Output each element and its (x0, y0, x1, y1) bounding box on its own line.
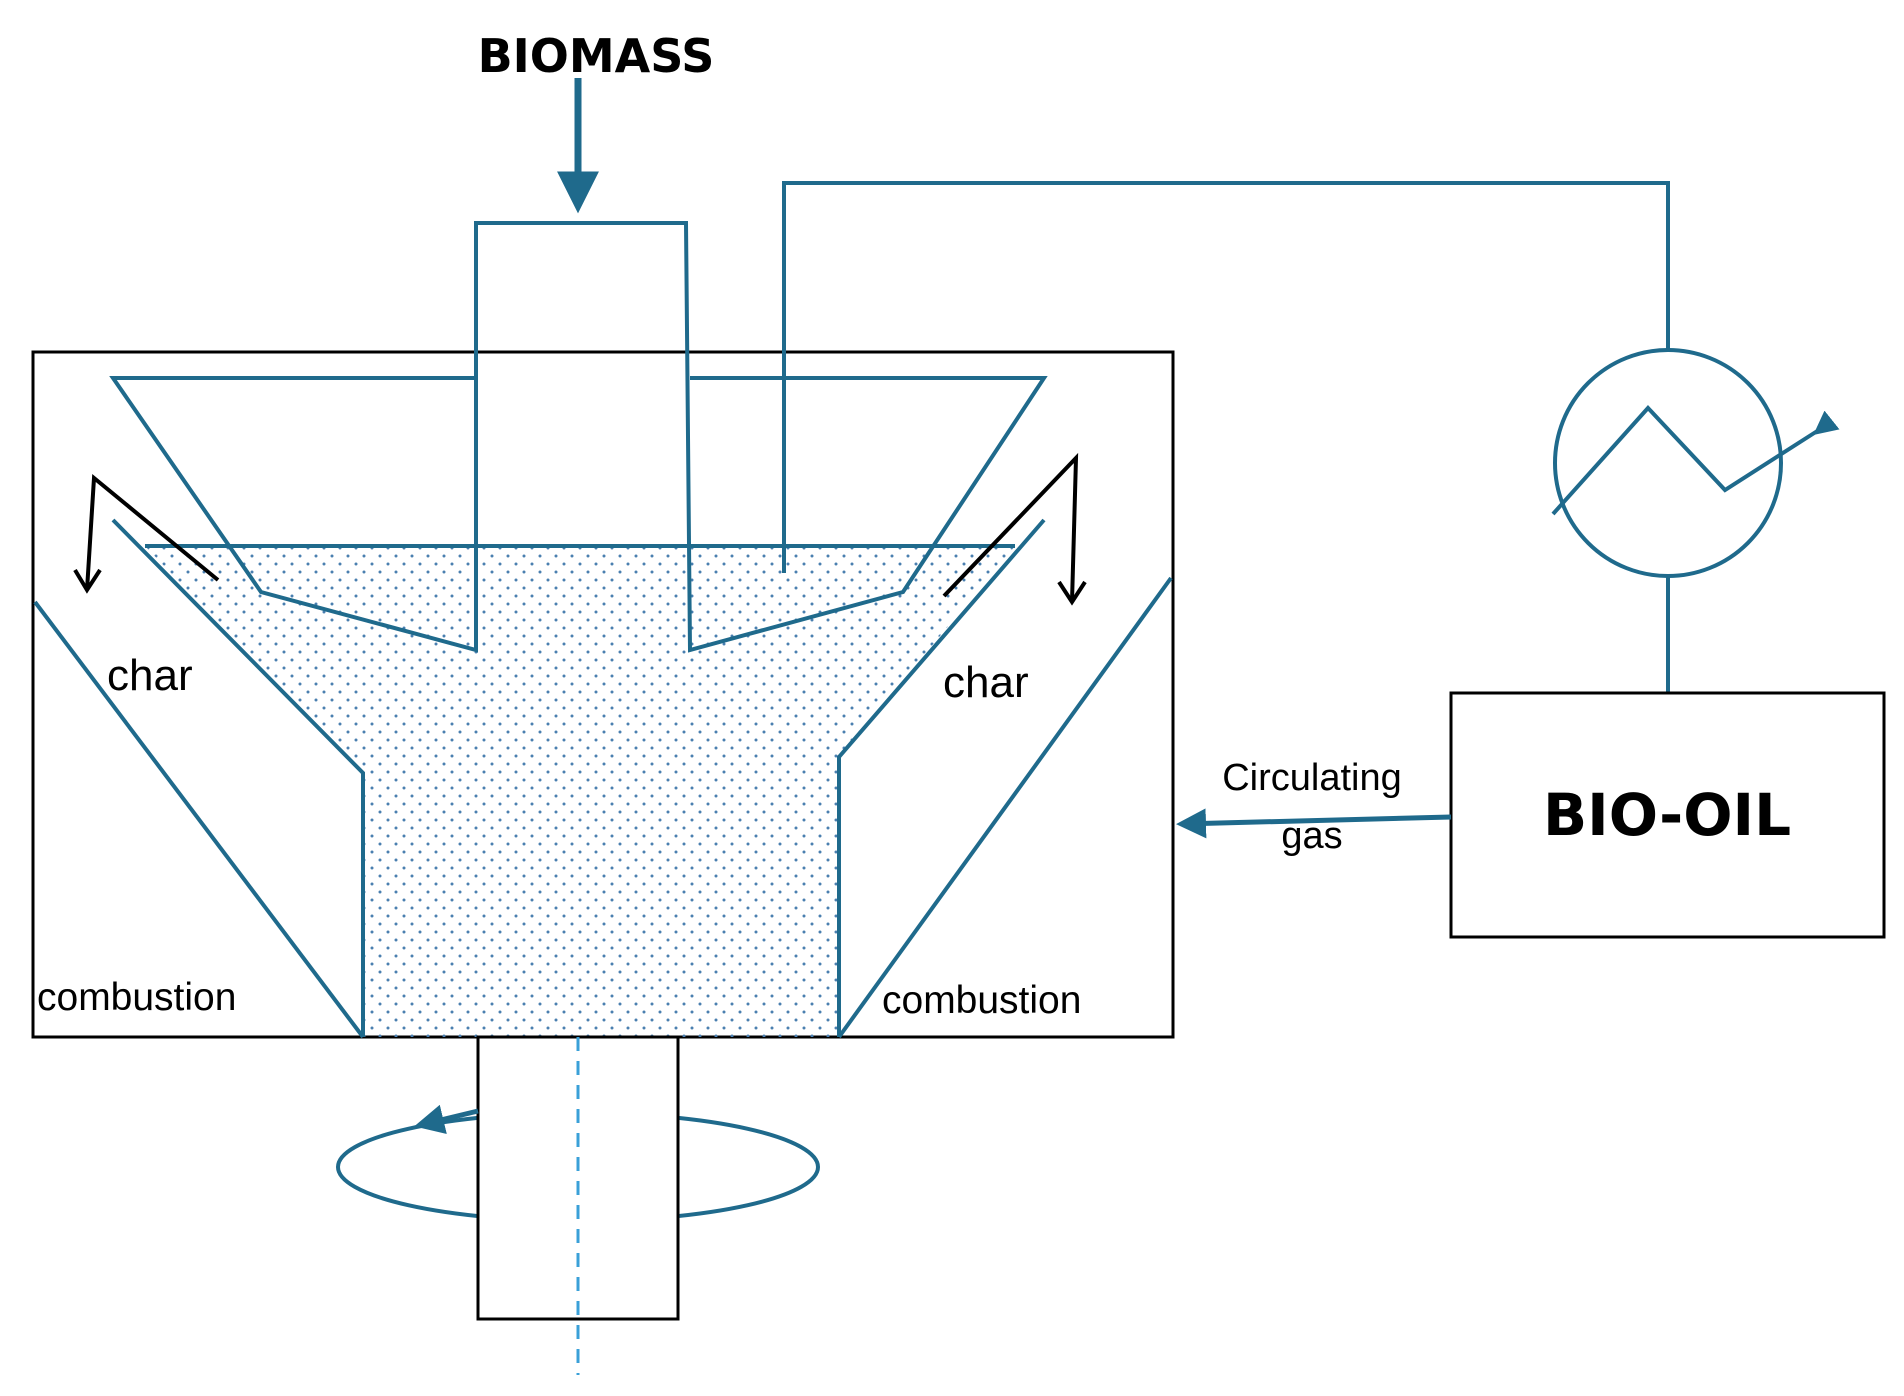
biomass-label: BIOMASS (478, 29, 715, 83)
bio-oil-label: BIO-OIL (1543, 781, 1791, 849)
rotating-shaft (476, 1035, 680, 1321)
circulating-gas-label-1: Circulating (1222, 757, 1402, 799)
heat-exchanger-icon (1551, 348, 1840, 578)
circulating-gas-arrow (1176, 808, 1452, 839)
right-char-discharge-arrow (942, 452, 1079, 603)
rotation-arrow-icon (414, 1104, 479, 1134)
inner-cone (109, 221, 1048, 653)
bio-oil-box (1449, 691, 1886, 939)
left-char-discharge-arrow (85, 473, 220, 591)
right-funnel-wall (837, 518, 1046, 1037)
right-char-arrowhead (1057, 580, 1087, 606)
char-label-left: char (107, 651, 193, 700)
char-label-right: char (943, 658, 1029, 707)
combustion-label-left: combustion (37, 976, 236, 1019)
circulating-gas-label-2: gas (1281, 815, 1342, 857)
combustion-label-right: combustion (882, 979, 1081, 1022)
left-combustion-wall (33, 600, 365, 1039)
reaction-zone-particles (145, 546, 1015, 1037)
right-combustion-wall (837, 576, 1173, 1039)
gas-recycle-line (782, 181, 1670, 573)
left-funnel-wall (111, 518, 365, 1037)
left-char-arrowhead (73, 568, 102, 594)
